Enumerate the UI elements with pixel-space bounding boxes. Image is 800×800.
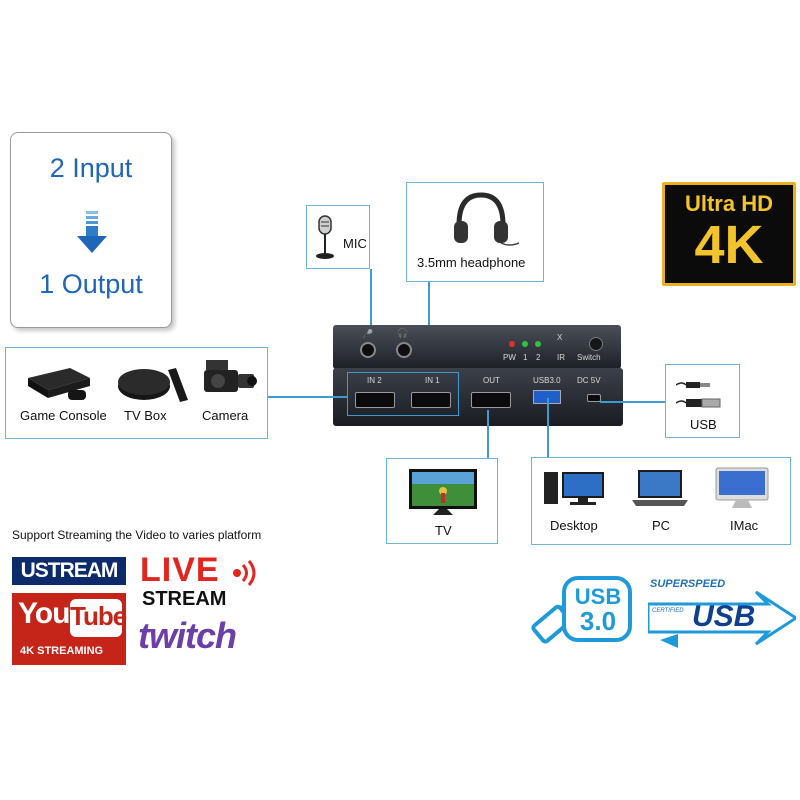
superspeed-usb-text: USB: [692, 600, 756, 633]
device-top-panel: 🎤 🎧 PW 1 2 X IR Switch: [333, 325, 621, 369]
input1-led: [522, 341, 528, 347]
power-led: [509, 341, 515, 347]
headphone-wire: [428, 282, 430, 348]
usb-cable-icon: [675, 375, 732, 416]
usb30-badge-version: 3.0: [579, 606, 617, 636]
dc5v-label: DC 5V: [577, 376, 601, 385]
down-arrow-icon: [77, 211, 107, 255]
usb-plug-icon: [531, 576, 632, 644]
in1-label: IN 1: [425, 376, 440, 385]
broadcast-icon: [232, 560, 260, 591]
ir-label: IR: [557, 353, 565, 362]
ultra-hd-4k-logo: Ultra HD 4K: [662, 182, 796, 286]
output-count-label: 1 Output: [39, 269, 143, 299]
mic-wire: [370, 269, 372, 341]
superspeed-arrow-icon: [646, 590, 799, 648]
imac-icon: [712, 466, 772, 515]
mic-box: MIC: [306, 205, 370, 269]
4k-text: 4K: [694, 215, 764, 275]
headphone-box: 3.5mm headphone: [406, 182, 544, 282]
desktop-icon: [542, 468, 608, 513]
tv-box-icon: [114, 362, 188, 411]
superspeed-text: SUPERSPEED: [650, 578, 726, 590]
usb30-port-label: USB3.0: [533, 376, 561, 385]
hdmi-out-port: [471, 392, 511, 408]
computer-label-pc: PC: [652, 518, 671, 533]
superspeed-usb-logo: SUPERSPEED CERTIFIED USB: [646, 574, 799, 650]
twitch-logo: twitch: [138, 615, 237, 656]
sources-box: Game Console TV Box Camera: [5, 347, 268, 439]
tv-box: TV: [386, 458, 498, 544]
input-count-label: 2 Input: [49, 153, 133, 183]
usb30-badge: USB 3.0: [528, 574, 634, 648]
youtube-tube-box: Tube: [70, 599, 127, 637]
camera-icon: [198, 356, 258, 409]
youtube-4k-text: 4K STREAMING: [20, 645, 104, 657]
live-text: LIVE: [140, 551, 220, 589]
usb-cable-label: USB: [690, 417, 717, 432]
mic-jack: [360, 342, 376, 358]
headphone-icon: [451, 189, 521, 256]
tv-label: TV: [435, 523, 452, 538]
computers-box: Desktop PC IMac: [531, 457, 791, 545]
sources-wire: [268, 396, 348, 398]
source-label-tv-box: TV Box: [124, 408, 167, 423]
input2-led: [535, 341, 541, 347]
youtube-you-text: You: [18, 597, 70, 630]
pw-label: PW: [503, 353, 516, 362]
out-label: OUT: [483, 376, 500, 385]
led2-label: 2: [536, 353, 541, 362]
led1-label: 1: [523, 353, 528, 362]
dc-power-port: [587, 394, 601, 402]
ustream-logo: USTREAM: [12, 557, 126, 585]
computer-label-desktop: Desktop: [550, 518, 598, 533]
youtube-tube-text: Tube: [70, 601, 127, 631]
switch-label: Switch: [577, 353, 601, 362]
computers-wire: [547, 398, 549, 457]
tv-wire: [487, 410, 489, 458]
youtube-logo: You Tube 4K STREAMING: [12, 593, 127, 665]
laptop-icon: [630, 468, 690, 513]
switch-button[interactable]: [589, 337, 603, 351]
source-label-game-console: Game Console: [20, 408, 107, 423]
hdmi-in1-port: [411, 392, 451, 408]
game-console-icon: [24, 364, 98, 409]
headphone-label: 3.5mm headphone: [417, 255, 526, 270]
computer-label-imac: IMac: [730, 518, 759, 533]
usb-cable-wire: [600, 401, 665, 403]
usb-cable-box: USB: [665, 364, 740, 438]
ir-x-mark: X: [557, 333, 563, 342]
streaming-caption: Support Streaming the Video to varies pl…: [12, 528, 262, 542]
in2-label: IN 2: [367, 376, 382, 385]
usb30-badge-usb: USB: [574, 584, 622, 609]
headphone-jack-icon: 🎧: [397, 328, 409, 338]
hdmi-in2-port: [355, 392, 395, 408]
input-ports-highlight: [347, 372, 459, 416]
mic-label: MIC: [343, 236, 367, 251]
television-icon: [409, 469, 477, 524]
ultra-hd-text: Ultra HD: [684, 191, 773, 216]
certified-text: CERTIFIED: [652, 608, 684, 614]
headphone-jack: [396, 342, 412, 358]
microphone-icon: [313, 214, 337, 267]
device-front-panel: IN 2 IN 1 OUT USB3.0 DC 5V: [333, 368, 623, 426]
input-output-box: 2 Input 1 Output: [10, 132, 172, 328]
mic-jack-icon: 🎤: [362, 329, 374, 339]
source-label-camera: Camera: [202, 408, 249, 423]
stream-text: STREAM: [142, 588, 227, 610]
